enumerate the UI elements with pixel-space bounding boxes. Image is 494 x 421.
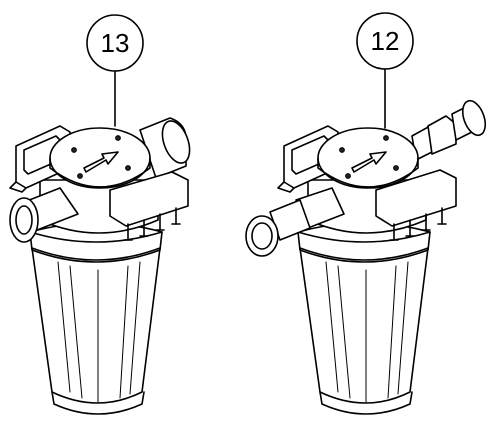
flow-arrow-icon (83, 151, 119, 173)
callout-label-13: 13 (101, 28, 130, 58)
filter-bowl (29, 222, 163, 415)
filter-12: 12 (245, 12, 487, 415)
filter-head (245, 99, 487, 257)
callout-label-12: 12 (371, 26, 400, 56)
filter-13: 13 (9, 14, 191, 415)
callout-13: 13 (86, 14, 144, 127)
callout-12: 12 (356, 12, 414, 129)
filter-bowl (297, 222, 431, 415)
filter-head (9, 117, 191, 243)
flow-arrow-icon (351, 151, 387, 173)
